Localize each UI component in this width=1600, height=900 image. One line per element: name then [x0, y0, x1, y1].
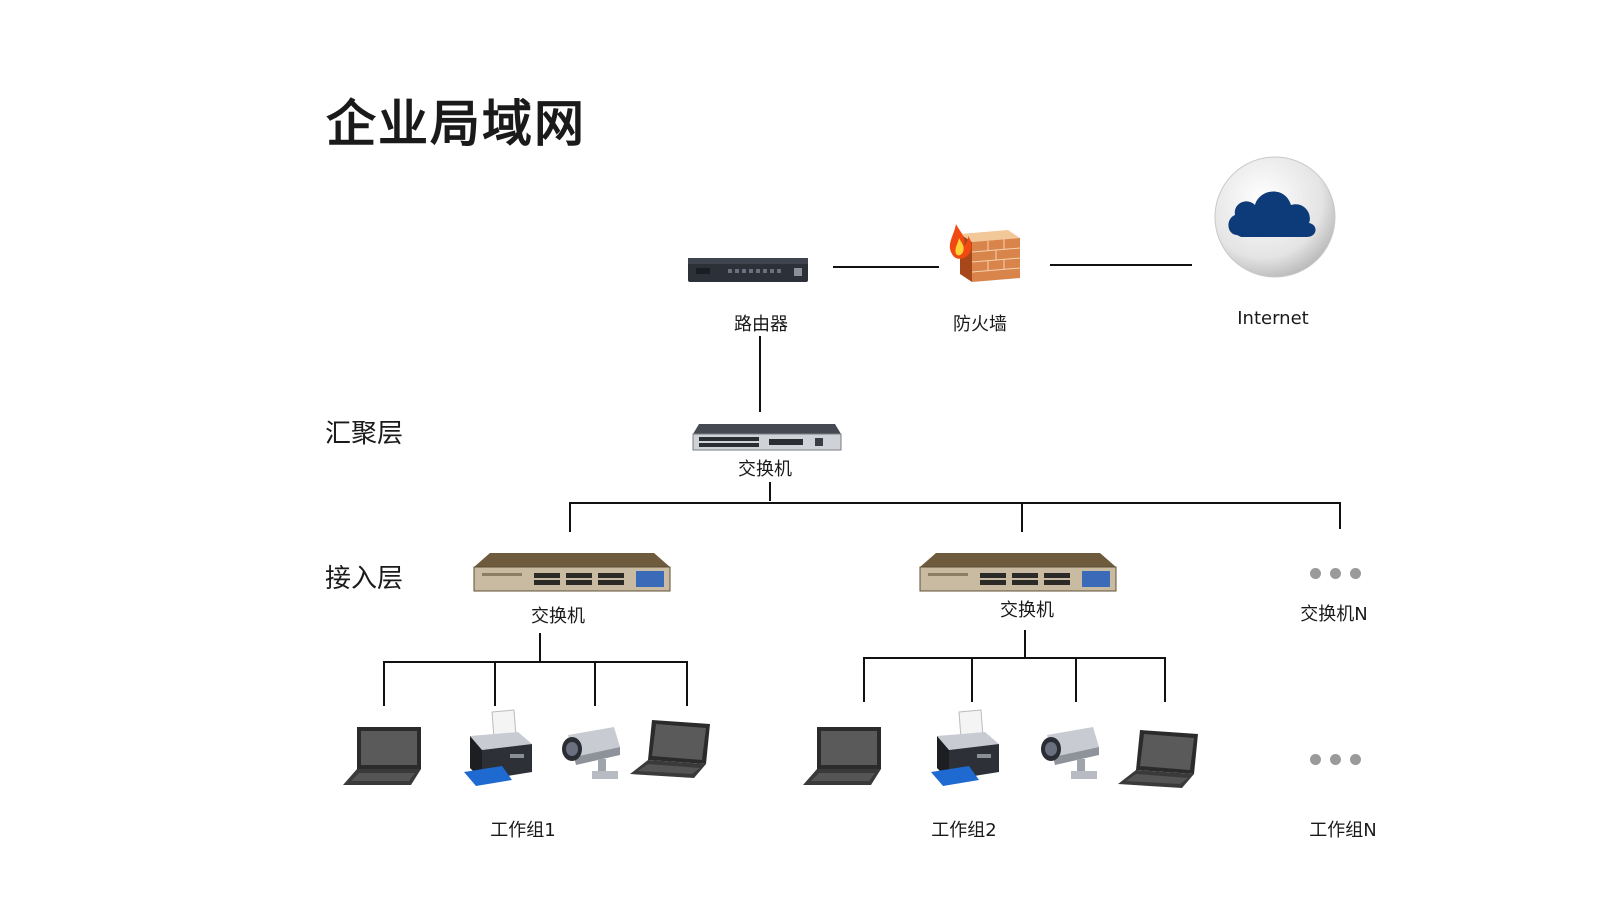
- wire-g1-d4: [686, 661, 688, 706]
- wire-router-core-switch: [759, 336, 761, 412]
- router-label: 路由器: [734, 314, 788, 335]
- camera-icon: [562, 727, 620, 779]
- wire-g2-d3: [1075, 657, 1077, 702]
- ellipsis-icon: [1310, 568, 1370, 580]
- wire-g2-d1: [863, 657, 865, 702]
- firewall-icon: [949, 224, 1021, 282]
- switch2-label: 交换机: [1000, 600, 1054, 621]
- ellipsis-icon: [1310, 754, 1370, 766]
- printer-icon: [464, 709, 532, 786]
- core-switch-label: 交换机: [738, 459, 792, 480]
- firewall-label: 防火墙: [953, 314, 1007, 335]
- wire-g2-d2: [971, 657, 973, 702]
- wire-g2-d4: [1164, 657, 1166, 702]
- groupn-label: 工作组N: [1309, 820, 1377, 841]
- wire-g1-d1: [383, 661, 385, 706]
- group1-label: 工作组1: [490, 820, 556, 841]
- laptop-icon: [1118, 730, 1198, 788]
- wire-group1-bus: [383, 661, 687, 663]
- wire-g1-d2: [494, 661, 496, 706]
- switch-icon: [692, 424, 842, 451]
- switch-icon: [919, 553, 1117, 592]
- aggregation-layer-label: 汇聚层: [325, 419, 404, 449]
- wire-bus-switch1: [569, 502, 571, 532]
- access-layer-label: 接入层: [325, 564, 404, 594]
- cloud-icon: [1214, 156, 1336, 278]
- wire-firewall-internet: [1050, 264, 1192, 266]
- group2-label: 工作组2: [931, 820, 997, 841]
- laptop-icon: [343, 727, 421, 785]
- router-icon: [688, 258, 808, 282]
- internet-label: Internet: [1237, 308, 1309, 329]
- wire-group2-bus: [863, 657, 1165, 659]
- page-title: 企业局域网: [326, 95, 586, 153]
- laptop-icon: [630, 720, 710, 778]
- wire-core-switch-drop: [769, 482, 771, 501]
- wire-switch2-drop: [1024, 630, 1026, 657]
- wire-router-firewall: [833, 266, 939, 268]
- wire-bus-switchn: [1339, 502, 1341, 529]
- printer-icon: [931, 709, 999, 786]
- laptop-icon: [803, 727, 881, 785]
- switch1-label: 交换机: [531, 606, 585, 627]
- camera-icon: [1041, 727, 1099, 779]
- wire-distribution-bus: [569, 502, 1340, 504]
- wire-bus-switch2: [1021, 502, 1023, 532]
- switchn-label: 交换机N: [1300, 604, 1368, 625]
- switch-icon: [473, 553, 671, 592]
- wire-g1-d3: [594, 661, 596, 706]
- wire-switch1-drop: [539, 633, 541, 661]
